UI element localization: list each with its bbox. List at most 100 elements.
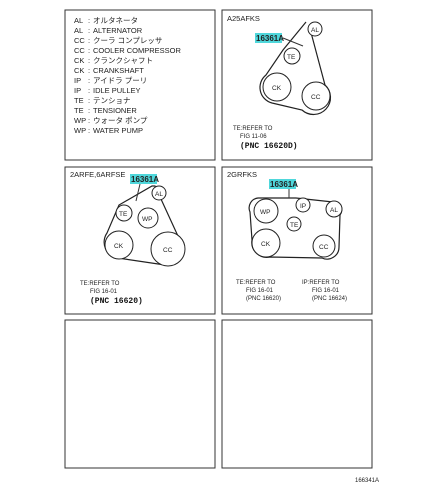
- ref-text: FIG 11-06: [240, 134, 267, 140]
- legend-abbr: AL: [74, 26, 83, 35]
- legend-sep: :: [88, 106, 90, 115]
- pulley-label: CC: [311, 94, 321, 101]
- diagram-2grfks: 2GRFKS WP IP AL TE CK CC 16361A TE:REFER…: [227, 170, 347, 302]
- pulley-label: CK: [272, 85, 282, 92]
- ref-pnc: (PNC 16624): [312, 296, 347, 302]
- legend-desc: IDLE PULLEY: [93, 86, 141, 95]
- part-callout-highlight: [255, 33, 282, 43]
- ref-text: TE:REFER TO: [80, 281, 120, 287]
- pulley-label: TE: [287, 54, 296, 61]
- pulley-al: [325, 200, 343, 218]
- legend-abbr: CK: [74, 56, 84, 65]
- panel-header: 2GRFKS: [227, 170, 257, 179]
- figure-number: 166341A: [355, 478, 379, 484]
- ref-pnc: (PNC 16620): [90, 297, 143, 306]
- ref-text: TE:REFER TO: [236, 280, 276, 286]
- panel-a25afks: [221, 9, 373, 161]
- pulley-label: TE: [119, 211, 128, 218]
- pulley-ck: [251, 228, 281, 258]
- legend-desc: オルタネータ: [93, 16, 138, 25]
- ref-pnc: (PNC 16620D): [240, 142, 298, 151]
- legend-desc: ウォータ ポンプ: [93, 116, 148, 125]
- pulley-label: IP: [300, 203, 306, 210]
- pulley-label: AL: [330, 207, 338, 214]
- legend-sep: :: [88, 46, 90, 55]
- legend-abbr: CC: [74, 36, 85, 45]
- pulley-label: WP: [142, 216, 152, 223]
- ref-text: TE:REFER TO: [233, 126, 273, 132]
- panel-legend: [64, 9, 216, 161]
- pulley-wp: [253, 198, 279, 224]
- legend-abbr: WP: [74, 116, 86, 125]
- legend-sep: :: [88, 36, 90, 45]
- pulley-te: [286, 216, 302, 232]
- part-callout[interactable]: 16361A: [131, 175, 159, 184]
- legend-desc: テンショナ: [93, 96, 131, 105]
- ref-text: FIG 16-01: [246, 288, 274, 294]
- pulley-label: CK: [114, 243, 124, 250]
- panel-blank-right: [221, 319, 373, 469]
- legend-abbr: TE: [74, 96, 84, 105]
- ref-text: FIG 16-01: [90, 289, 118, 295]
- pulley-label: CK: [261, 241, 271, 248]
- legend: AL : オルタネータ AL : ALTERNATOR CC : クーラ コンプ…: [74, 16, 182, 135]
- legend-desc: CRANKSHAFT: [93, 66, 144, 75]
- legend-abbr: IP: [74, 76, 81, 85]
- legend-abbr: CK: [74, 66, 84, 75]
- pulley-wp: [137, 207, 159, 229]
- legend-sep: :: [88, 96, 90, 105]
- legend-sep: :: [88, 56, 90, 65]
- panel-header: 2ARFE,6ARFSE: [70, 170, 125, 179]
- legend-sep: :: [88, 16, 90, 25]
- pulley-ck: [262, 72, 292, 102]
- pulley-te: [115, 204, 133, 222]
- legend-desc: アイドラ プーリ: [93, 76, 147, 85]
- legend-abbr: IP: [74, 86, 81, 95]
- pulley-cc: [150, 231, 186, 267]
- pulley-al: [307, 21, 323, 37]
- leader-line: [135, 183, 141, 202]
- panel-2arfe: [64, 166, 216, 315]
- legend-abbr: CC: [74, 46, 85, 55]
- ref-pnc: (PNC 16620): [246, 296, 281, 302]
- pulley-label: TE: [290, 222, 299, 229]
- panel-2grfks: [221, 166, 373, 315]
- pulley-al: [151, 185, 167, 201]
- pulley-ck: [104, 230, 134, 260]
- pulley-cc: [301, 81, 331, 111]
- legend-sep: :: [88, 76, 90, 85]
- pulley-label: CC: [163, 247, 173, 254]
- legend-desc: ALTERNATOR: [93, 26, 143, 35]
- part-callout[interactable]: 16361A: [256, 34, 284, 43]
- legend-sep: :: [88, 26, 90, 35]
- legend-desc: クランクシャフト: [93, 56, 153, 65]
- legend-desc: クーラ コンプレッサ: [93, 36, 162, 45]
- legend-sep: :: [88, 116, 90, 125]
- panel-header: A25AFKS: [227, 14, 260, 23]
- legend-desc: COOLER COMPRESSOR: [93, 46, 182, 55]
- legend-desc: TENSIONER: [93, 106, 137, 115]
- panel-blank-left: [64, 319, 216, 469]
- part-callout[interactable]: 16361A: [270, 180, 298, 189]
- legend-abbr: TE: [74, 106, 84, 115]
- pulley-label: AL: [311, 27, 319, 34]
- diagram-a25afks: A25AFKS AL TE CK CC 16361A TE:REFER TO F…: [227, 14, 332, 151]
- pulley-ip: [295, 197, 311, 213]
- legend-abbr: WP: [74, 126, 86, 135]
- pulley-cc: [312, 234, 336, 258]
- legend-abbr: AL: [74, 16, 83, 25]
- ref-text: IP:REFER TO: [302, 280, 340, 286]
- pulley-label: WP: [260, 209, 270, 216]
- pulley-te: [283, 47, 301, 65]
- pulley-label: CC: [319, 244, 329, 251]
- pulley-label: AL: [155, 191, 163, 198]
- legend-sep: :: [88, 86, 90, 95]
- ref-text: FIG 16-01: [312, 288, 340, 294]
- leader-line: [282, 37, 304, 47]
- legend-desc: WATER PUMP: [93, 126, 143, 135]
- legend-sep: :: [88, 66, 90, 75]
- part-callout-highlight: [130, 174, 157, 184]
- part-callout-highlight: [269, 179, 296, 189]
- diagram-2arfe: 2ARFE,6ARFSE AL TE WP CK CC 16361A TE:RE…: [70, 170, 186, 306]
- legend-sep: :: [88, 126, 90, 135]
